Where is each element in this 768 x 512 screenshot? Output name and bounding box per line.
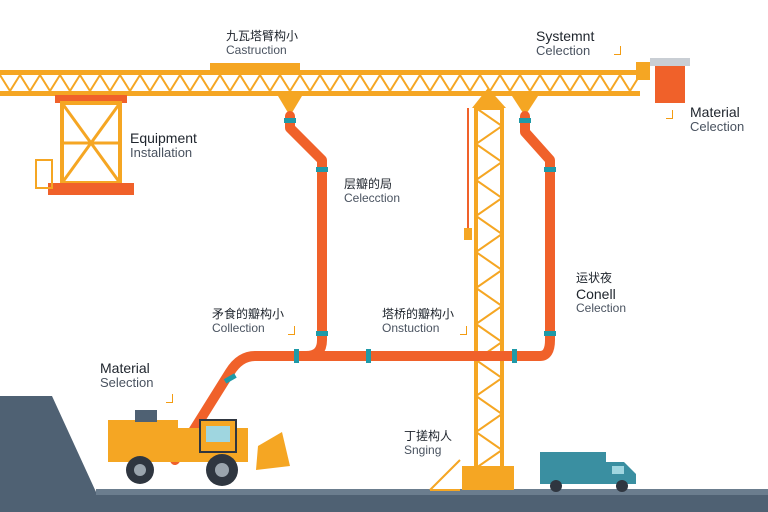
label-construction: 九瓦塔臂构小 Castruction (226, 29, 299, 58)
label-mid-collection-line1: 层瓣的局 (344, 177, 393, 191)
label-material-right-line1: Material (690, 104, 740, 120)
label-left-collection-line1: 矛食的瓣构小 (212, 307, 285, 321)
label-conell-line3: Celection (576, 300, 627, 315)
label-conell: 运状夜 Conell Celection (576, 271, 627, 316)
pipe-network (170, 111, 555, 465)
label-left-collection-line2: Collection (212, 320, 265, 335)
right-hopper (512, 96, 538, 116)
callout-tick (166, 394, 173, 403)
label-equipment-line2: Installation (130, 145, 193, 161)
callout-tick (666, 110, 673, 119)
label-singing: 丁搓构人 Snging (404, 429, 453, 458)
label-construction-line1: 九瓦塔臂构小 (226, 29, 299, 43)
label-mid-collection-line2: Celecction (344, 190, 401, 205)
label-construction-line2: Castruction (226, 42, 287, 57)
left-tower (35, 95, 134, 195)
delivery-truck (540, 452, 636, 492)
label-onstruction: 塔桥的瓣构小 Onstuction (382, 307, 455, 336)
callout-tick (460, 326, 467, 335)
counterweight (636, 58, 690, 103)
pipe-joints (223, 118, 556, 384)
label-conell-line2: Conell (576, 285, 616, 302)
center-tower (462, 88, 514, 490)
label-material-right: Material Celection (690, 104, 744, 135)
label-onstruction-line1: 塔桥的瓣构小 (382, 307, 455, 321)
label-material-left-line2: Selection (100, 375, 154, 391)
label-singing-line1: 丁搓构人 (404, 429, 453, 443)
label-equipment: Equipment Installation (130, 130, 197, 161)
label-system-line1: Systemnt (536, 28, 595, 44)
label-singing-line2: Snging (404, 442, 442, 457)
left-hopper (278, 96, 302, 116)
ground (0, 396, 768, 512)
label-material-left-line1: Material (100, 360, 150, 376)
label-mid-collection: 层瓣的局 Celecction (344, 177, 401, 206)
loader-vehicle (108, 410, 290, 486)
crane-jib (0, 63, 641, 96)
label-onstruction-line2: Onstuction (382, 320, 440, 335)
stairs (429, 459, 461, 491)
label-system: Systemnt Celection (536, 28, 594, 59)
label-conell-line1: 运状夜 (576, 271, 613, 285)
label-equipment-line1: Equipment (130, 130, 197, 146)
label-system-line2: Celection (536, 43, 591, 59)
callout-tick (614, 46, 621, 55)
road (96, 489, 768, 495)
label-material-right-line2: Celection (690, 119, 745, 135)
label-material-left: Material Selection (100, 360, 153, 391)
callout-tick (288, 326, 295, 335)
label-left-collection: 矛食的瓣构小 Collection (212, 307, 285, 336)
